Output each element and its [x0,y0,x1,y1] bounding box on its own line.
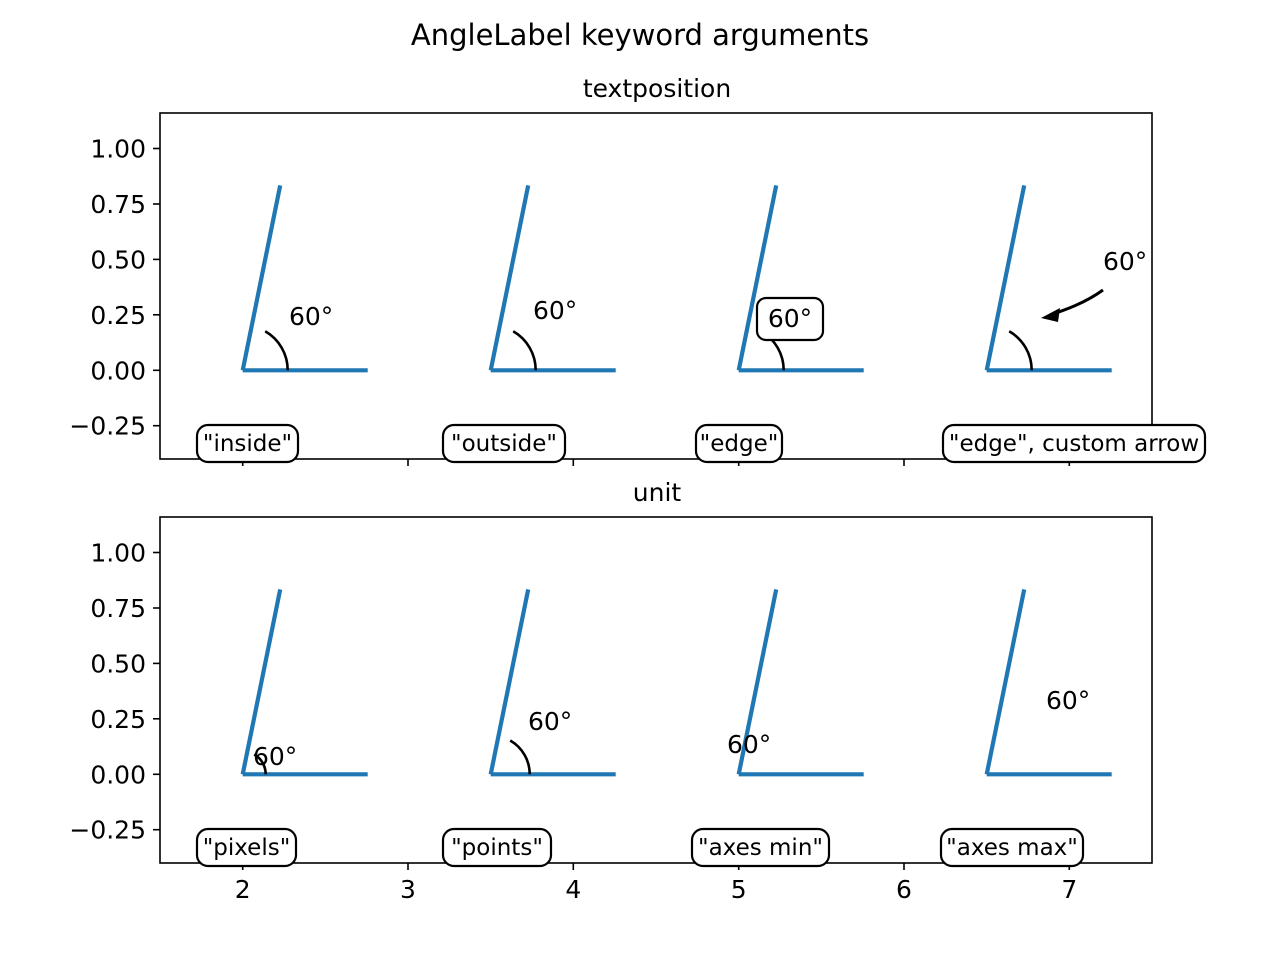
variant-label-box[interactable] [690,827,831,868]
unit-variant-labels: "pixels" "points" "axes min" "axes max" [195,827,1085,868]
x-tick-label: 7 [1061,875,1077,904]
angle-glyph-points: 60° [488,588,616,777]
angle-leg-diagonal [984,184,1027,371]
variant-label-text: "axes max" [946,835,1078,861]
variant-label-text: "outside" [451,431,557,457]
angle-arc [512,330,538,371]
variant-label-outside[interactable]: "outside" [441,423,567,464]
angle-leg-diagonal [736,184,779,371]
variant-label-box[interactable] [441,827,553,868]
variant-label-box[interactable] [441,423,567,464]
angle-arc [253,753,267,775]
y-tick-label: 0.75 [90,594,146,623]
variant-label-box[interactable] [195,423,300,464]
y-tick-label: 0.50 [90,649,146,678]
subplot-unit: unit 1.00 0.75 0.50 0.25 0.00 −0.25 [69,478,1153,904]
variant-label-box[interactable] [694,423,784,464]
angle-glyph-inside: 60° [240,184,368,373]
variant-label-text: "inside" [203,431,292,457]
angle-leg-diagonal [488,588,531,775]
angle-value-label: 60° [1103,247,1147,276]
y-tick-label: 0.00 [90,760,146,789]
variant-label-edge-custom-arrow[interactable]: "edge", custom arrow [941,423,1207,464]
subplot-textposition: textposition 1.00 0.75 0.50 0.25 0.00 −0… [69,74,1207,466]
y-tick-label: 0.25 [90,301,146,330]
angle-value-label: 60° [1046,686,1090,715]
y-tick-label: 0.00 [90,356,146,385]
y-tick-label: 1.00 [90,539,146,568]
angle-leg-diagonal [736,588,779,775]
axes-frame-2 [159,516,1153,864]
angle-arc [264,330,290,371]
axes-frame-1 [159,112,1153,460]
angle-value-label: 60° [727,730,771,759]
variant-label-inside[interactable]: "inside" [195,423,300,464]
x-tick-label: 4 [565,875,581,904]
variant-label-text: "pixels" [203,835,291,861]
variant-label-text: "edge" [700,431,779,457]
variant-label-points[interactable]: "points" [441,827,553,868]
variant-label-box[interactable] [195,827,298,868]
figure-suptitle: AngleLabel keyword arguments [411,18,869,52]
variant-label-axes-min[interactable]: "axes min" [690,827,831,868]
subplot-title-textposition: textposition [583,74,731,103]
variant-label-text: "edge", custom arrow [949,431,1199,457]
y-tick-label: 0.75 [90,190,146,219]
variant-label-box[interactable] [941,423,1207,464]
x-tick-label: 6 [896,875,912,904]
y-axis-ticks-1: 1.00 0.75 0.50 0.25 0.00 −0.25 [69,135,160,441]
y-tick-label: −0.25 [69,412,146,441]
angle-leg-diagonal [984,588,1027,775]
angle-value-label: 60° [528,707,572,736]
angle-arc [1008,330,1034,371]
variant-label-text: "points" [451,835,543,861]
angle-glyph-axes-max: 60° [984,588,1112,777]
variant-label-text: "axes min" [698,835,823,861]
angle-value-label: 60° [533,296,577,325]
x-axis-ticks-2: 2 3 4 5 6 7 [235,863,1077,904]
y-tick-label: 0.25 [90,705,146,734]
y-tick-label: 0.50 [90,245,146,274]
textposition-variant-labels: "inside" "outside" "edge" "edge", custom… [195,423,1207,464]
angle-leg-diagonal [488,184,531,371]
y-tick-label: −0.25 [69,816,146,845]
x-axis-ticks-1 [241,459,1071,466]
variant-label-pixels[interactable]: "pixels" [195,827,298,868]
y-axis-ticks-2: 1.00 0.75 0.50 0.25 0.00 −0.25 [69,539,160,845]
angle-glyph-pixels: 60° [240,588,368,777]
angle-value-label: 60° [253,742,297,771]
x-tick-label: 5 [731,875,747,904]
angle-label-textbox [755,296,825,342]
angle-leg-diagonal [240,184,283,371]
angle-value-label: 60° [768,304,812,333]
angle-value-label: 60° [289,302,333,331]
variant-label-axes-max[interactable]: "axes max" [939,827,1085,868]
variant-label-edge[interactable]: "edge" [694,423,784,464]
angle-arc [509,739,532,775]
angle-leg-diagonal [240,588,283,775]
angle-glyph-edge: 60° [736,184,864,373]
variant-label-box[interactable] [939,827,1085,868]
custom-arrow-head-icon [1041,308,1060,322]
angle-glyph-outside: 60° [488,184,616,373]
subplot-title-unit: unit [633,478,682,507]
x-tick-label: 2 [235,875,251,904]
y-tick-label: 1.00 [90,135,146,164]
angle-glyph-axes-min: 60° [727,588,864,777]
angle-glyph-edge-custom-arrow: 60° [984,184,1147,373]
x-tick-label: 3 [400,875,416,904]
